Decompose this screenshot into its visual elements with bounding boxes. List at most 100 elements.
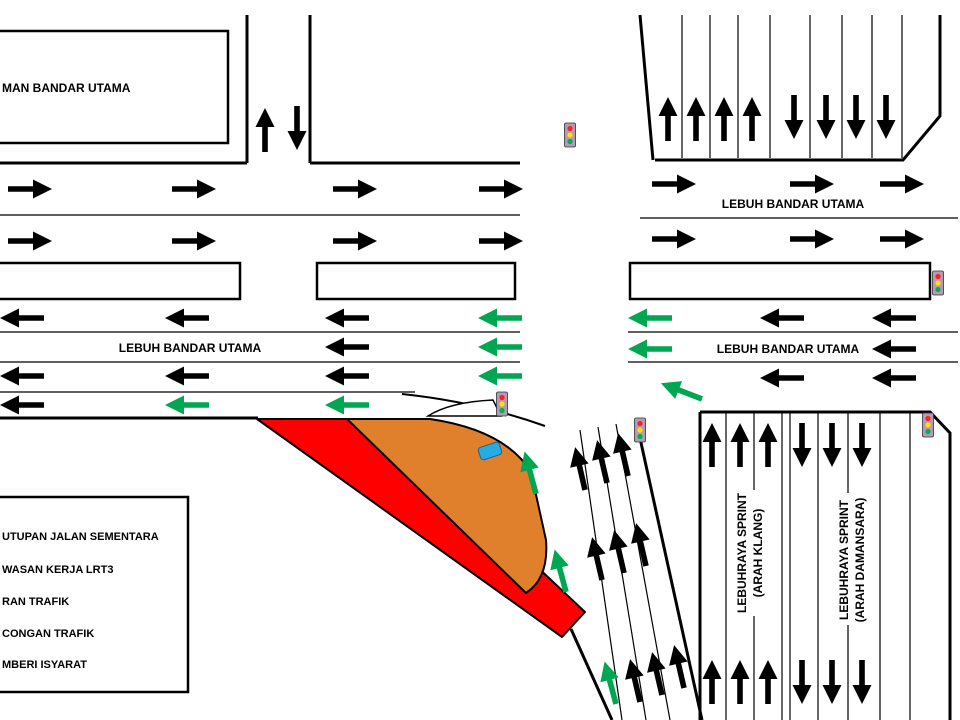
flow-arrow xyxy=(287,106,307,150)
diversion-arrow xyxy=(657,374,706,408)
flow-arrow xyxy=(165,366,209,386)
flow-arrow xyxy=(642,649,672,698)
flow-arrow xyxy=(325,308,369,328)
flow-arrow xyxy=(846,95,866,139)
traffic-signal-icon xyxy=(496,391,508,417)
flow-arrow xyxy=(652,174,696,194)
flow-arrow xyxy=(872,308,916,328)
left-lane-lines xyxy=(0,214,520,393)
flow-arrow xyxy=(325,366,369,386)
lane-markings xyxy=(0,15,958,720)
flow-arrow xyxy=(620,656,650,705)
flow-arrow xyxy=(730,423,750,467)
flow-arrow xyxy=(702,423,722,467)
district-label: MAN BANDAR UTAMA xyxy=(2,81,131,95)
flow-arrow xyxy=(658,97,678,141)
diversion-arrow xyxy=(478,308,522,328)
flow-arrow xyxy=(479,231,523,251)
north-arm-lane-lines xyxy=(681,15,903,158)
flow-arrow xyxy=(784,95,804,139)
car-icon xyxy=(477,441,503,461)
flow-arrow xyxy=(608,430,638,479)
diversion-arrow xyxy=(325,395,369,415)
road-closure-area xyxy=(256,418,586,638)
diversion-arrow xyxy=(628,308,672,328)
flow-arrow xyxy=(172,231,216,251)
district-box xyxy=(0,29,230,145)
flow-arrow xyxy=(582,534,612,583)
car-body xyxy=(477,441,503,461)
south-arm-edges xyxy=(698,410,952,720)
flow-arrow xyxy=(852,660,872,704)
flow-arrow xyxy=(165,308,209,328)
flow-arrow xyxy=(172,179,216,199)
flow-arrow xyxy=(872,368,916,388)
legend-item-traffic-flow: RAN TRAFIK xyxy=(2,596,69,608)
label-mask xyxy=(840,493,874,625)
legend-item-signal: MBERI ISYARAT xyxy=(2,659,87,671)
legend-item-work-area: WASAN KERJA LRT3 xyxy=(2,564,113,576)
flow-arrow xyxy=(730,660,750,704)
right-lane-lines xyxy=(628,217,958,363)
flow-arrow xyxy=(255,108,275,152)
sprint-klang-label-line2: (ARAH KLANG) xyxy=(751,509,765,598)
sprint-damansara-label-line2: (ARAH DAMANSARA) xyxy=(853,498,867,623)
flow-arrow xyxy=(0,395,44,415)
left-road-edges xyxy=(0,15,520,420)
label-mask xyxy=(735,490,771,616)
flow-arrow xyxy=(714,97,734,141)
flow-arrow xyxy=(760,308,804,328)
median-island xyxy=(315,261,517,301)
flow-arrow xyxy=(587,437,617,486)
flow-arrow xyxy=(479,179,523,199)
flow-arrow xyxy=(652,229,696,249)
flow-arrow xyxy=(822,660,842,704)
legend-item-road-closure: UTUPAN JALAN SEMENTARA xyxy=(2,531,159,543)
flow-arrow xyxy=(792,660,812,704)
flow-arrow xyxy=(565,444,595,493)
flow-arrow xyxy=(792,423,812,467)
flow-arrow xyxy=(880,174,924,194)
flow-arrow xyxy=(760,368,804,388)
flow-arrow xyxy=(8,179,52,199)
traffic-signal-icon xyxy=(922,412,934,438)
north-arm-edges xyxy=(638,14,942,162)
flow-arrow xyxy=(872,339,916,359)
lrt3-work-area xyxy=(346,418,548,594)
sprint-klang-label-line1: LEBUHRAYA SPRINT xyxy=(735,492,749,613)
traffic-signal-icon xyxy=(564,122,576,148)
flow-arrow xyxy=(686,97,706,141)
flow-arrow xyxy=(822,423,842,467)
flow-arrow xyxy=(790,174,834,194)
flow-arrow xyxy=(333,179,377,199)
flow-arrow xyxy=(876,95,896,139)
legend-box xyxy=(0,495,190,694)
flow-arrow xyxy=(702,660,722,704)
median-island xyxy=(0,261,242,301)
lebuh-bandar-utama-label-left: LEBUH BANDAR UTAMA xyxy=(119,341,262,355)
ramp-edges xyxy=(569,419,704,720)
flow-arrow xyxy=(8,231,52,251)
flow-arrow xyxy=(742,97,762,141)
sprint-damansara-label-line1: LEBUHRAYA SPRINT xyxy=(837,499,851,620)
flow-arrow xyxy=(758,423,778,467)
diversion-arrow xyxy=(595,659,626,707)
flow-arrow xyxy=(325,337,369,357)
diversion-arrow xyxy=(165,395,209,415)
traffic-signal-icon xyxy=(932,270,944,296)
flow-arrow xyxy=(816,95,836,139)
flow-arrow xyxy=(880,229,924,249)
flow-arrow xyxy=(604,527,634,576)
flow-arrow xyxy=(790,229,834,249)
flow-arrow xyxy=(0,366,44,386)
flow-arrow xyxy=(0,308,44,328)
diversion-arrow xyxy=(628,339,672,359)
flow-arrow xyxy=(758,660,778,704)
channel-island xyxy=(425,399,503,417)
flow-arrow xyxy=(852,423,872,467)
median-islands xyxy=(0,261,932,301)
diversion-arrow xyxy=(478,366,522,386)
legend-item-traffic-diversion: CONGAN TRAFIK xyxy=(2,628,94,640)
